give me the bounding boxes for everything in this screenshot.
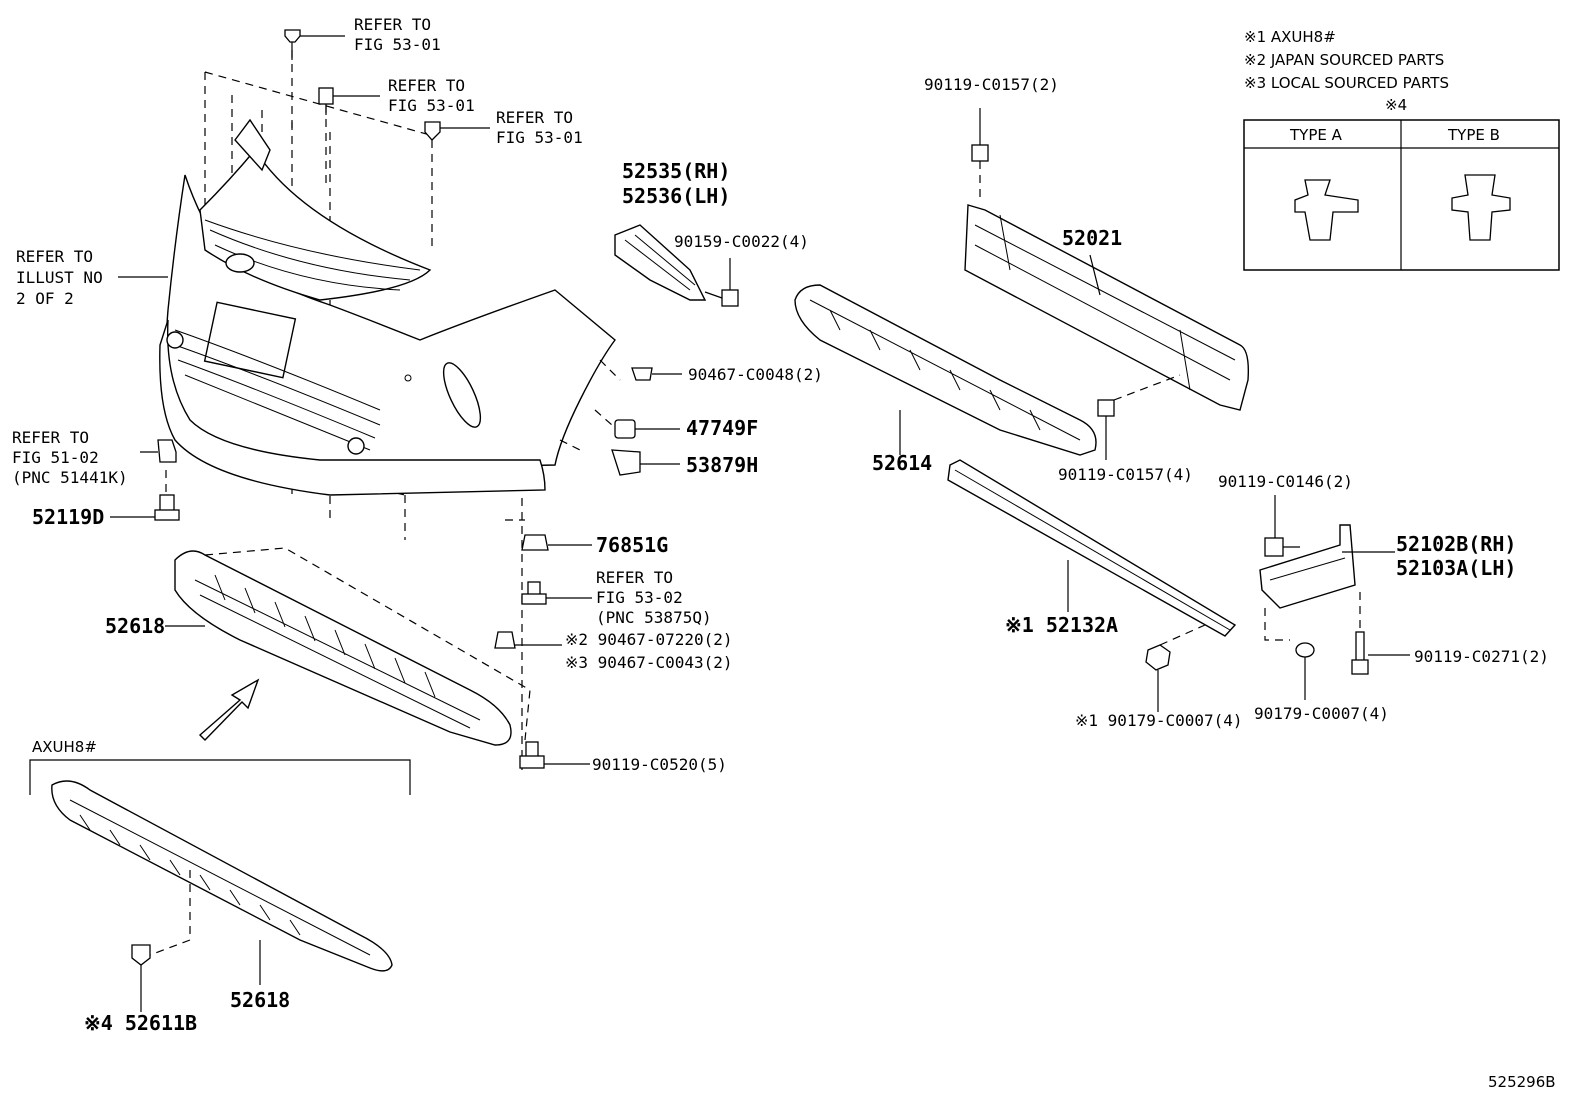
- bracket-52102b: [1259, 524, 1395, 641]
- bolt-52119d: [110, 494, 180, 521]
- type-a-header: TYPE A: [1289, 126, 1343, 144]
- label-52102b: 52102B(RH): [1396, 532, 1516, 556]
- label-52618-lower: 52618: [230, 988, 290, 1012]
- bolt-90119-c0146: [1264, 495, 1300, 557]
- under-cover-52618-lower: [51, 780, 393, 972]
- label-52021: 52021: [1062, 226, 1122, 250]
- ref5302-line1: REFER TO: [596, 568, 673, 587]
- ref3-line2: FIG 53-01: [496, 128, 583, 147]
- type-table: [1243, 119, 1560, 271]
- bumper-cover: [159, 71, 616, 540]
- label-90467-07220: ※2 90467-07220(2): [565, 630, 733, 649]
- ref3-line1: REFER TO: [496, 108, 573, 127]
- type-b-header: TYPE B: [1447, 126, 1500, 144]
- label-53879h: 53879H: [686, 453, 758, 477]
- ref5302-line3: (PNC 53875Q): [596, 608, 712, 627]
- clip-52611b: [131, 944, 151, 1012]
- note-3: ※3 LOCAL SOURCED PARTS: [1244, 74, 1449, 92]
- reinforcement-52021: [964, 204, 1250, 411]
- ref1-line2: FIG 53-01: [354, 35, 441, 54]
- label-90119-c0157-top: 90119-C0157(2): [924, 75, 1059, 94]
- label-52119d: 52119D: [32, 505, 104, 529]
- ref5302-line2: FIG 53-02: [596, 588, 683, 607]
- bolt-90119-c0157: [1097, 374, 1181, 460]
- bolt-fastener-2: [318, 87, 380, 115]
- label-90179-c0007-a: ※1 90179-C0007(4): [1075, 711, 1243, 730]
- note-2: ※2 JAPAN SOURCED PARTS: [1244, 51, 1444, 69]
- bolt-90119-c0271: [1351, 631, 1410, 675]
- nut-47749f: [614, 419, 680, 439]
- ref51-line3: (PNC 51441K): [12, 468, 128, 487]
- label-52535: 52535(RH): [622, 159, 730, 183]
- under-cover-52618-upper: [165, 547, 531, 746]
- clip-51441k: [140, 439, 177, 463]
- label-90467-c0043: ※3 90467-C0043(2): [565, 653, 733, 672]
- ref2-line2: FIG 53-01: [388, 96, 475, 115]
- label-90119-c0146: 90119-C0146(2): [1218, 472, 1353, 491]
- ref2-line1: REFER TO: [388, 76, 465, 95]
- label-52611b: ※4 52611B: [84, 1011, 197, 1035]
- clip-90467-07220: [494, 631, 562, 649]
- ref-illust-line2: ILLUST NO: [16, 268, 103, 287]
- bolt-90119-c0157-top: [971, 108, 989, 200]
- label-90119-c0271: 90119-C0271(2): [1414, 647, 1549, 666]
- label-axuh8: AXUH8#: [32, 738, 97, 756]
- label-90119-c0520: 90119-C0520(5): [592, 755, 727, 774]
- bolt-53875q: [521, 581, 592, 605]
- label-52103a: 52103A(LH): [1396, 556, 1516, 580]
- bolt-90119-c0520: [519, 741, 590, 769]
- label-52536: 52536(LH): [622, 184, 730, 208]
- direction-arrow: [198, 678, 260, 741]
- ref-illust-line1: REFER TO: [16, 247, 93, 266]
- bolt-90159: [704, 258, 739, 307]
- clip-53879h: [611, 449, 680, 476]
- label-52618-upper: 52618: [105, 614, 165, 638]
- figure-id: 525296B: [1488, 1073, 1556, 1091]
- nut-90179-c0007-a: [1145, 624, 1206, 712]
- label-90159: 90159-C0022(4): [674, 232, 809, 251]
- bracket-52535: [614, 224, 707, 301]
- label-52132a: ※1 52132A: [1005, 613, 1118, 637]
- bumper-beam-52132a: [947, 459, 1237, 637]
- clip-76851g: [521, 534, 592, 551]
- energy-absorber-52614: [794, 284, 1097, 456]
- note-1: ※1 AXUH8#: [1244, 28, 1336, 46]
- label-47749f: 47749F: [686, 416, 758, 440]
- ref51-line2: FIG 51-02: [12, 448, 99, 467]
- label-90179-c0007-b: 90179-C0007(4): [1254, 704, 1389, 723]
- ref1-line1: REFER TO: [354, 15, 431, 34]
- label-90119-c0157: 90119-C0157(4): [1058, 465, 1193, 484]
- clip-fastener-3: [424, 121, 490, 141]
- label-90467-c0048: 90467-C0048(2): [688, 365, 823, 384]
- nut-90179-c0007-b: [1295, 642, 1315, 700]
- label-76851g: 76851G: [596, 533, 668, 557]
- ref51-line1: REFER TO: [12, 428, 89, 447]
- ref-illust-line3: 2 OF 2: [16, 289, 74, 308]
- clip-fastener-1: [284, 29, 345, 60]
- clip-90467-c0048: [631, 367, 682, 381]
- label-52614: 52614: [872, 451, 932, 475]
- note-4: ※4: [1385, 96, 1407, 114]
